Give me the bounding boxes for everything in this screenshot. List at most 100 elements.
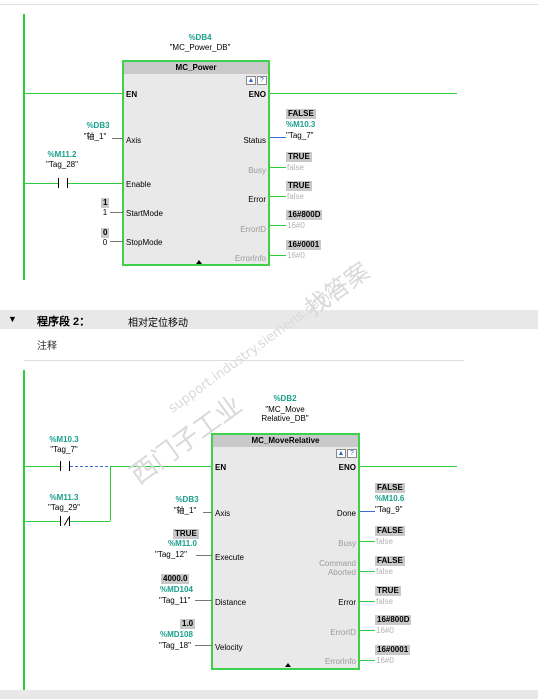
negated-slash [63, 517, 70, 526]
block-title: MC_Power [124, 62, 268, 74]
block-expand-icon[interactable] [196, 260, 202, 264]
eno-wire-1 [269, 93, 457, 94]
pin2-axis: Axis [215, 509, 231, 518]
done-value: FALSE [375, 483, 405, 493]
status-tag: "Tag_7" [286, 131, 314, 140]
busy-value: TRUE [286, 152, 312, 162]
axis-wire [112, 138, 123, 139]
status-value: FALSE [286, 109, 316, 119]
errorinfo2-wire [360, 660, 375, 661]
bottom-strip [0, 690, 538, 699]
instance-db-tag-2a: "MC_Move [265, 405, 305, 414]
axis2-wire [203, 512, 212, 513]
contact-m11-3[interactable] [60, 516, 70, 526]
top-divider [0, 0, 538, 5]
execute-tag: "Tag_12" [155, 550, 187, 559]
errorinfo-value: 16#0001 [286, 240, 322, 250]
errorinfo2-faint: 16#0 [376, 656, 394, 665]
stopmode-wire [110, 241, 123, 242]
error2-wire [360, 601, 375, 602]
block-info-icon-2[interactable]: ? [347, 449, 357, 458]
enable-tag: "Tag_28" [46, 160, 78, 169]
distance-wire [195, 600, 212, 601]
comment-divider [24, 360, 464, 361]
pin2-error: Error [338, 598, 356, 607]
execute-address: %M11.0 [168, 539, 197, 548]
block-expand-icon-2[interactable] [285, 663, 291, 667]
busy2-faint: false [376, 537, 393, 546]
pin-axis: Axis [126, 136, 142, 145]
network-title[interactable]: 相对定位移动 [128, 318, 188, 329]
branch-wire-r [70, 521, 110, 522]
mc-moverelative-block[interactable]: MC_MoveRelative ▲ ? EN Axis Execute Dist… [211, 433, 360, 670]
branch-wire-l [25, 521, 60, 522]
power-rail-2 [23, 370, 25, 692]
contact1-address: %M10.3 [49, 435, 79, 444]
instance-db-address: %DB4 [188, 33, 212, 42]
errorinfo2-value: 16#0001 [375, 645, 411, 655]
pin2-errorinfo: ErrorInfo [324, 657, 356, 666]
error-faint: false [287, 192, 304, 201]
axis2-address: %DB3 [175, 495, 199, 504]
block-param-icon[interactable]: ▲ [246, 76, 256, 85]
enable-wire-l [25, 183, 58, 184]
eno-wire-2 [359, 466, 457, 467]
instance-db-tag-2b: Relative_DB" [261, 414, 309, 423]
distance-tag: "Tag_11" [159, 596, 191, 605]
errorid2-faint: 16#0 [376, 626, 394, 635]
distance-address: %MD104 [160, 585, 193, 594]
instance-db-tag: "MC_Power_DB" [169, 43, 231, 52]
block-info-icon[interactable]: ? [257, 76, 267, 85]
velocity-wire [195, 645, 212, 646]
network-comment[interactable]: 注释 [37, 341, 57, 352]
pin2-velocity: Velocity [215, 643, 243, 652]
block-title-2: MC_MoveRelative [213, 435, 358, 447]
errorid-value: 16#800D [286, 210, 323, 220]
error-wire [270, 196, 286, 197]
pin-busy: Busy [248, 166, 266, 175]
instance-db-address-2: %DB2 [273, 394, 297, 403]
errorid2-value: 16#800D [375, 615, 412, 625]
pin2-errorid: ErrorID [330, 628, 356, 637]
errorid-faint: 16#0 [287, 221, 305, 230]
startmode-value: 1 [101, 198, 110, 208]
enable-contact[interactable] [58, 178, 68, 188]
busy2-value: FALSE [375, 526, 405, 536]
pin2-busy: Busy [338, 539, 356, 548]
contact1-tag: "Tag_7" [50, 445, 78, 454]
status-address: %M10.3 [286, 120, 316, 129]
error2-value: TRUE [375, 586, 401, 596]
mc-power-block[interactable]: MC_Power ▲ ? EN Axis Enable StartMode St… [122, 60, 270, 266]
power-rail-1 [23, 14, 25, 280]
contact-m10-3[interactable] [60, 461, 70, 471]
startmode-wire [110, 212, 123, 213]
network-2-header[interactable]: ▼ 程序段 2： 相对定位移动 [0, 310, 538, 329]
pin-en: EN [126, 90, 138, 99]
pin-status: Status [243, 136, 266, 145]
execute-wire [196, 555, 212, 556]
startmode-const: 1 [102, 208, 108, 217]
stopmode-value: 0 [101, 228, 110, 238]
block-param-icon-2[interactable]: ▲ [336, 449, 346, 458]
aborted-value: FALSE [375, 556, 405, 566]
error-value: TRUE [286, 181, 312, 191]
error2-faint: false [376, 597, 393, 606]
contact2-address: %M11.3 [49, 493, 79, 502]
errorid2-wire [360, 630, 375, 631]
busy-wire [270, 167, 286, 168]
done-tag: "Tag_9" [375, 505, 403, 514]
pin2-en: EN [215, 463, 227, 472]
collapse-toggle-icon[interactable]: ▼ [8, 314, 17, 324]
en-wire-1 [25, 93, 123, 94]
branch-vertical [110, 466, 111, 521]
pin-errorid: ErrorID [240, 225, 266, 234]
pin2-distance: Distance [215, 598, 247, 607]
distance-value: 4000.0 [161, 574, 190, 584]
enable-wire-r [68, 183, 123, 184]
velocity-tag: "Tag_18" [159, 641, 191, 650]
velocity-address: %MD108 [160, 630, 193, 639]
execute-value: TRUE [173, 529, 199, 539]
axis2-tag: "轴_1" [173, 506, 197, 515]
pin-errorinfo: ErrorInfo [234, 254, 266, 263]
busy2-wire [360, 541, 375, 542]
